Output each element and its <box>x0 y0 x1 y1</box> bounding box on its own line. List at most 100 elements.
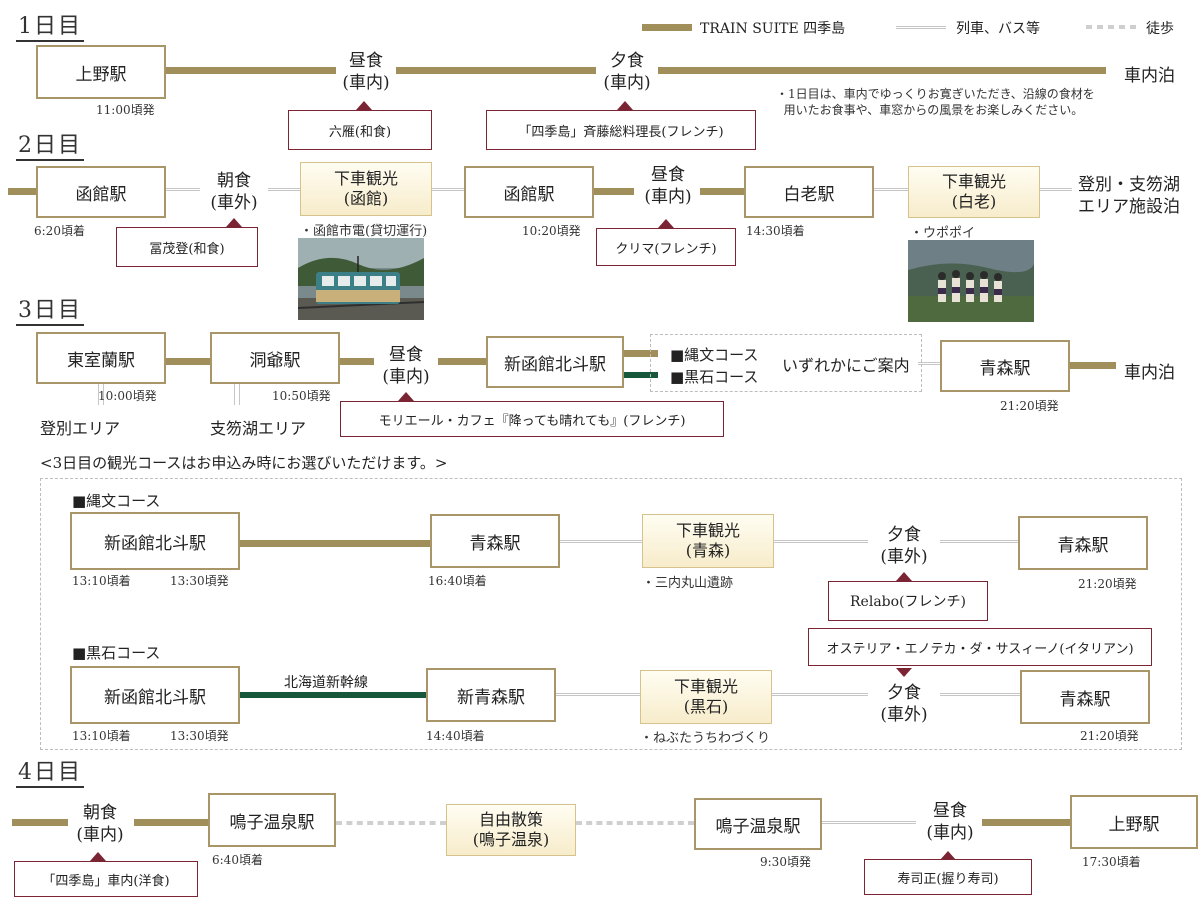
kuroishi-dinner: 夕食 (車外) <box>880 683 928 725</box>
legend-walk-swatch <box>1086 25 1136 29</box>
day2-breakfast-pointer <box>226 218 242 227</box>
kuroishi-station-aomori: 青森駅 <box>1020 670 1150 724</box>
day4-lunch: 昼食 (車内) <box>926 801 974 843</box>
jomon-sightseeing-aomori: 下車観光 (青森) <box>642 514 774 568</box>
day1-heading: 1日目 <box>16 14 84 42</box>
legend-other-swatch <box>896 26 946 29</box>
day2-breakfast-restaurant: 冨茂登(和食) <box>116 227 258 267</box>
kuroishi-route-other-a <box>556 693 640 696</box>
day1-dinner: 夕食 (車内) <box>603 51 651 93</box>
tram-illustration <box>298 238 424 320</box>
station-shiraoi: 白老駅 <box>744 166 874 218</box>
jomon-station-shinhakodatehokuto: 新函館北斗駅 <box>70 512 240 570</box>
upopoy-illustration <box>908 240 1034 322</box>
day3-route-line-b <box>340 358 374 365</box>
day2-lunch-restaurant: クリマ(フレンチ) <box>596 228 736 266</box>
station-higashimuroran: 東室蘭駅 <box>36 332 166 384</box>
area-shikotsu: 支笏湖エリア <box>210 419 307 438</box>
day1-route-line-c <box>658 67 1106 74</box>
day4-breakfast-pointer <box>90 852 106 861</box>
kuroishi-route-other-b <box>772 693 868 696</box>
kuroishi-sightseeing-caption: ・ねぶたうちわづくり <box>640 731 771 746</box>
kuroishi-station-shinaomori: 新青森駅 <box>426 668 556 722</box>
day2-route-line-c <box>700 188 744 195</box>
legend-train-swatch <box>642 24 692 31</box>
jomon-route-other-b <box>774 540 868 543</box>
day2-sightseeing-hakodate: 下車観光 (函館) <box>300 162 432 216</box>
station-hakodate-departure: 函館駅 <box>464 166 594 218</box>
day2-route-line-b <box>594 188 634 195</box>
day3-overnight: 車内泊 <box>1124 363 1175 383</box>
day4-lunch-restaurant: 寿司正(握り寿司) <box>864 859 1032 895</box>
jomon-aomori-arrival-time: 16:40頃着 <box>428 574 487 588</box>
day1-note: ・1日目は、車内でゆっくりお寛ぎいただき、沿線の食材を 用いたお食事や、車窓から… <box>776 87 1095 117</box>
hakodate-tram-photo <box>298 238 424 320</box>
station-hakodate-arrival: 函館駅 <box>36 166 166 218</box>
station-ueno-departure: 上野駅 <box>36 45 166 99</box>
day3-lunch: 昼食 (車内) <box>382 345 430 387</box>
ueno-arrival-time: 17:30頃着 <box>1082 855 1141 869</box>
day3-route-line-to-jomon <box>624 350 658 357</box>
course-choice-jomon: ■縄文コース <box>670 346 759 364</box>
day2-overnight: 登別・支笏湖 エリア施設泊 <box>1078 175 1180 217</box>
day4-heading: 4日目 <box>16 760 84 788</box>
day2-breakfast: 朝食 (車外) <box>210 171 258 213</box>
day2-lunch-pointer <box>658 219 674 228</box>
legend-train-label: TRAIN SUITE 四季島 <box>700 21 846 37</box>
day2-sightseeing-hakodate-caption: ・函館市電(貸切運行) <box>300 224 428 239</box>
day4-route-line-c <box>982 819 1070 826</box>
course-choice-kuroishi: ■黒石コース <box>670 368 759 386</box>
kuroishi-shinhakodate-departure: 13:30頃発 <box>170 729 229 743</box>
legend-walk-label: 徒歩 <box>1146 21 1174 37</box>
day3-route-other-a <box>918 362 942 365</box>
kuroishi-aomori-time: 21:20頃発 <box>1080 729 1139 743</box>
jomon-station-aomori-arrival: 青森駅 <box>430 514 560 568</box>
kuroishi-route-shinkansen <box>240 692 426 698</box>
kuroishi-shinkansen-label: 北海道新幹線 <box>284 675 368 691</box>
day3-heading: 3日目 <box>16 298 84 326</box>
day4-route-walk-a <box>336 821 446 825</box>
shiraoi-arrival-time: 14:30頃着 <box>746 224 805 238</box>
day1-lunch: 昼食 (車内) <box>342 51 390 93</box>
station-aomori-day3: 青森駅 <box>940 340 1070 392</box>
day3-shikotsu-branch <box>234 383 240 405</box>
day1-overnight: 車内泊 <box>1124 66 1175 86</box>
course-choice-note: いずれかにご案内 <box>782 356 910 375</box>
day4-free-walk-naruko: 自由散策 (鳴子温泉) <box>446 804 576 856</box>
day4-route-line-a <box>12 819 68 826</box>
day2-route-line-a <box>8 188 38 195</box>
jomon-route-other-c <box>940 540 1020 543</box>
jomon-route-other-a <box>560 540 642 543</box>
legend-other-label: 列車、バス等 <box>956 21 1040 37</box>
day4-route-line-b <box>134 819 208 826</box>
day4-breakfast: 朝食 (車内) <box>76 803 124 845</box>
area-noboribetsu: 登別エリア <box>40 419 121 438</box>
day3-route-line-a <box>166 358 210 365</box>
toya-time: 10:50頃発 <box>272 389 331 403</box>
day2-route-other-c <box>432 188 464 191</box>
jomon-aomori-departure-time: 21:20頃発 <box>1078 577 1137 591</box>
jomon-shinhakodate-departure: 13:30頃発 <box>170 574 229 588</box>
kuroishi-station-shinhakodatehokuto: 新函館北斗駅 <box>70 666 240 724</box>
kuroishi-sightseeing: 下車観光 (黒石) <box>640 670 772 724</box>
day2-route-other-e <box>1040 188 1072 191</box>
course-choice-box <box>650 334 922 392</box>
kuroishi-shinhakodate-arrival: 13:10頃着 <box>72 729 131 743</box>
day3-noboribetsu-branch <box>98 383 104 405</box>
aomori-day3-time: 21:20頃発 <box>1000 399 1059 413</box>
day4-breakfast-restaurant: 「四季島」車内(洋食) <box>14 861 198 897</box>
jomon-dinner-restaurant: Relabo(フレンチ) <box>828 581 988 621</box>
station-toya: 洞爺駅 <box>210 332 340 384</box>
day3-route-line-d <box>1070 362 1116 369</box>
station-shinhakodatehokuto: 新函館北斗駅 <box>486 336 624 388</box>
kuroishi-dinner-restaurant: オステリア・エノテカ・ダ・サスィーノ(イタリアン) <box>808 628 1152 666</box>
day1-lunch-restaurant: 六雁(和食) <box>288 110 432 150</box>
day1-dinner-pointer <box>617 101 633 110</box>
jomon-route-line-a <box>240 540 430 547</box>
day2-lunch: 昼食 (車内) <box>644 165 692 207</box>
upopoy-photo <box>908 240 1034 322</box>
narukoonsen-departure-time: 9:30頃発 <box>760 855 811 869</box>
day4-route-other-a <box>822 821 916 824</box>
day1-dinner-restaurant: 「四季島」斉藤総料理長(フレンチ) <box>486 110 756 150</box>
day3-route-line-to-kuroishi <box>624 372 658 378</box>
